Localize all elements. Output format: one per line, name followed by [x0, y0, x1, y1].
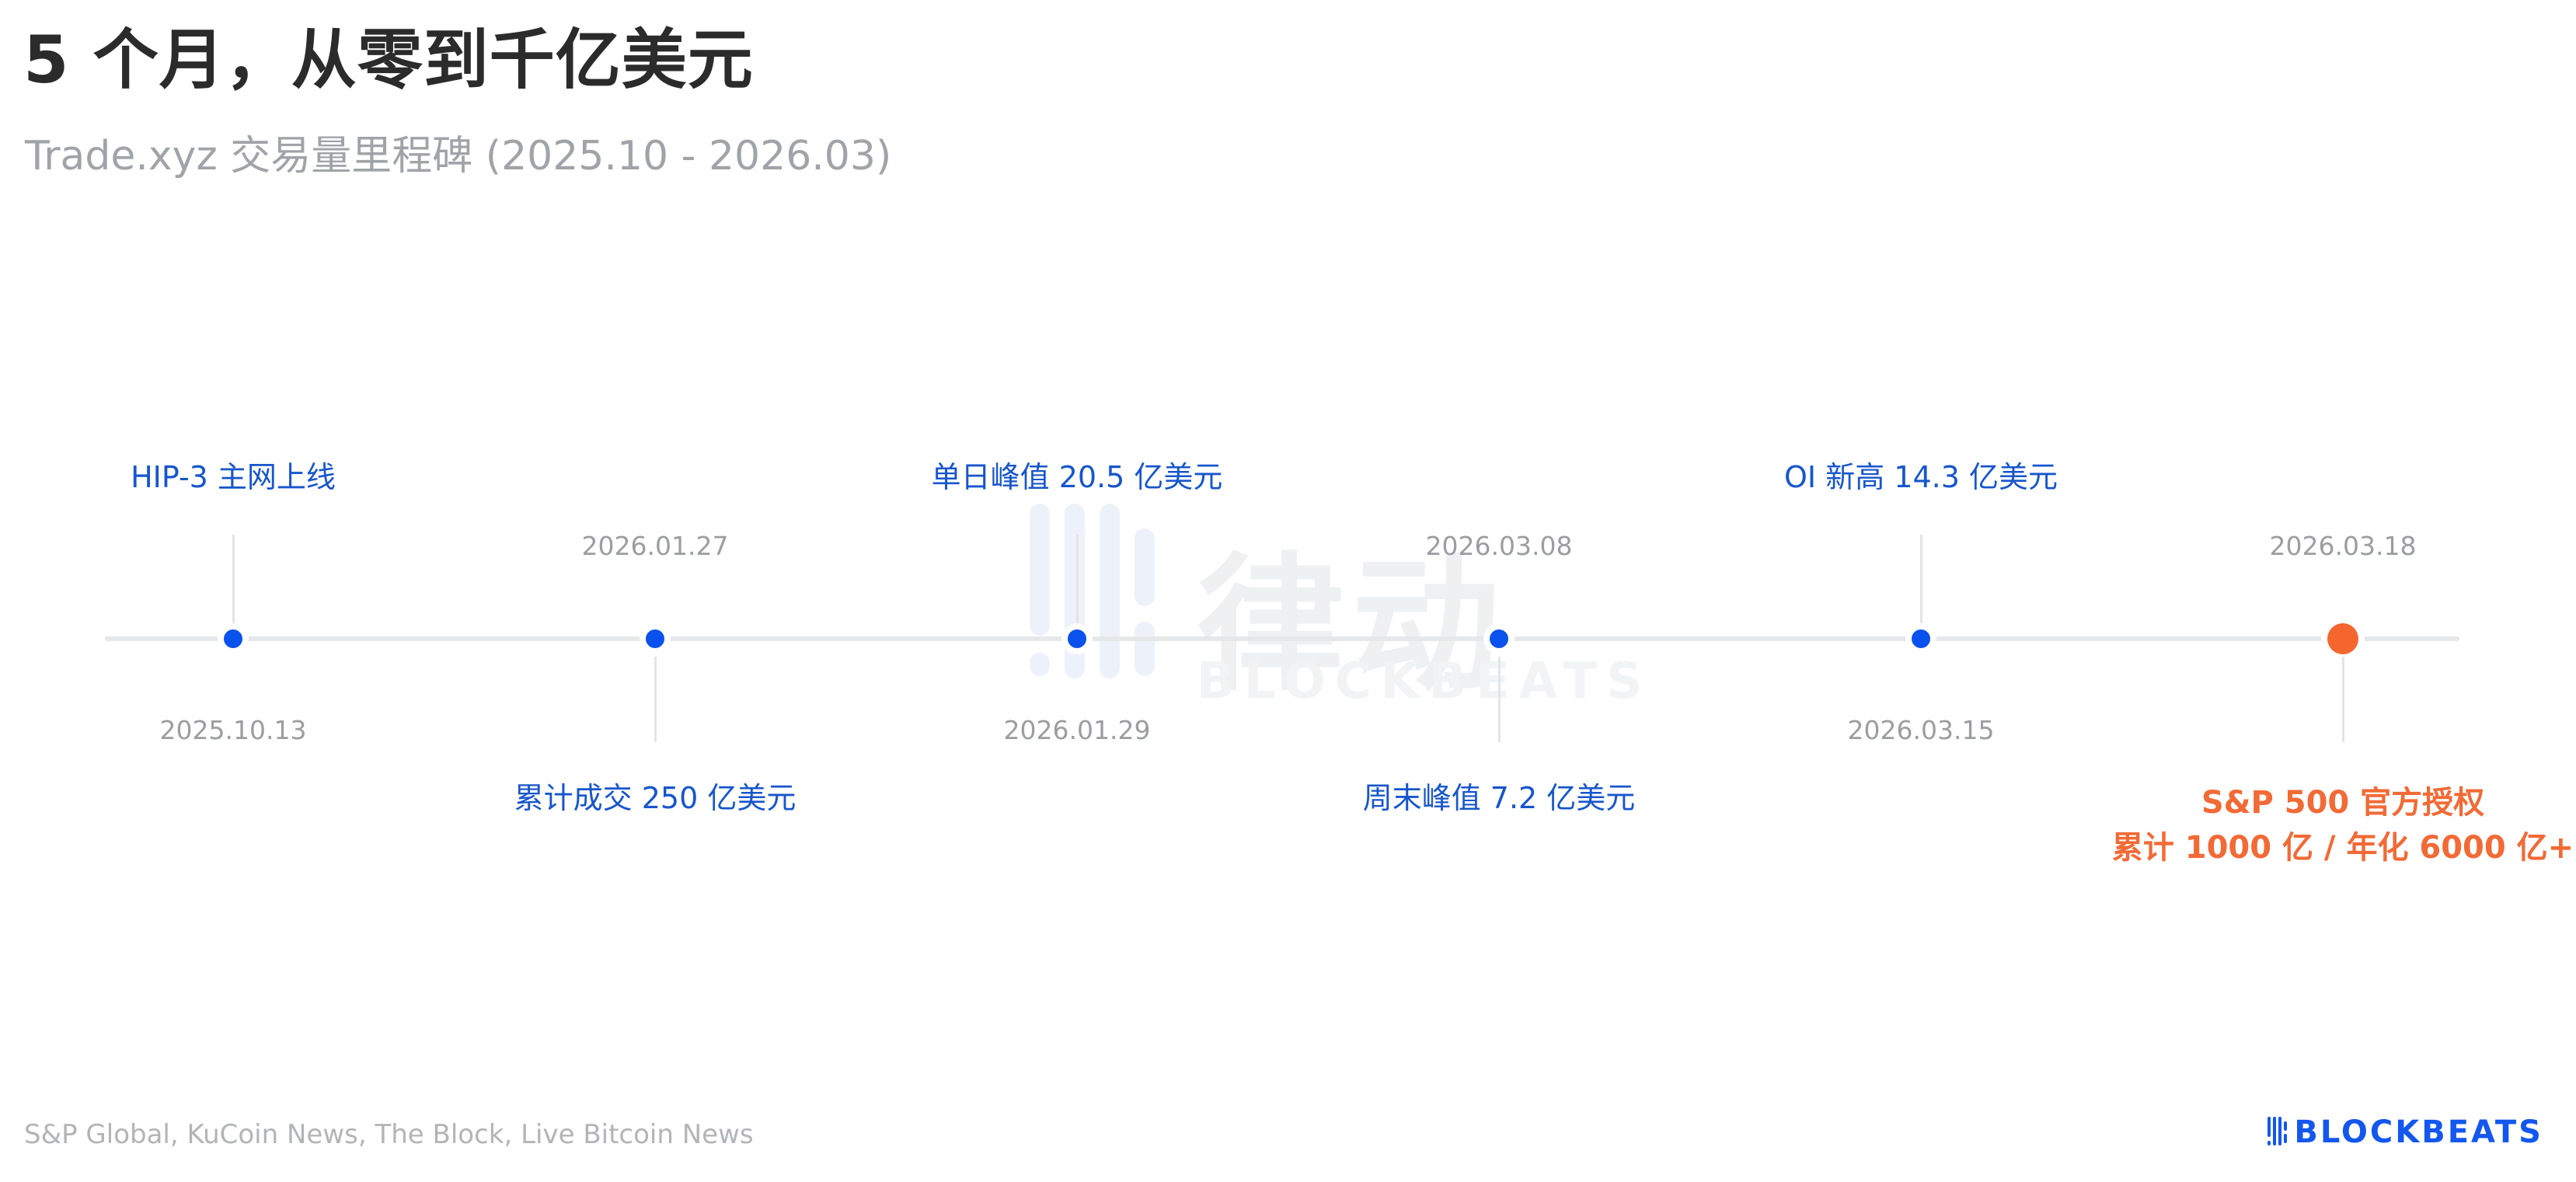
event-date: 2026.03.15	[1847, 715, 1995, 745]
event-label: OI 新高 14.3 亿美元	[1784, 460, 2058, 494]
event-date: 2026.01.29	[1003, 715, 1151, 745]
event-connector	[1076, 535, 1079, 624]
watermark-subtext: BLOCKBEATS	[1197, 653, 1652, 710]
event-connector	[2342, 657, 2344, 742]
event-connector	[1920, 535, 1922, 624]
event-dot	[646, 629, 664, 648]
blockbeats-logo-icon	[2268, 1117, 2288, 1148]
watermark-bar	[1030, 504, 1050, 636]
event-label: HIP-3 主网上线	[131, 460, 336, 494]
event-date: 2026.03.18	[2269, 531, 2417, 561]
watermark-bar	[1065, 504, 1085, 678]
event-connector	[1498, 657, 1501, 742]
event-dot	[1912, 629, 1930, 648]
chart-subtitle: Trade.xyz 交易量里程碑 (2025.10 - 2026.03)	[25, 133, 892, 180]
event-dot	[224, 629, 242, 648]
event-connector	[232, 535, 235, 624]
watermark-bar	[1100, 504, 1120, 678]
event-label-line1: S&P 500 官方授权	[2201, 785, 2485, 821]
event-dot	[1490, 629, 1508, 648]
event-label: 周末峰值 7.2 亿美元	[1362, 781, 1636, 815]
watermark-bar	[1135, 622, 1155, 676]
watermark-bar	[1135, 528, 1155, 606]
watermark-bar	[1030, 653, 1050, 676]
event-label: 累计成交 250 亿美元	[514, 781, 797, 815]
watermark: 律动 BLOCKBEATS	[1030, 497, 1642, 711]
event-dot-highlight	[2327, 623, 2358, 654]
event-date: 2026.01.27	[581, 531, 729, 561]
event-dot	[1068, 629, 1086, 648]
event-label-highlight: S&P 500 官方授权 累计 1000 亿 / 年化 6000 亿+	[2112, 780, 2574, 870]
timeline-axis	[105, 636, 2459, 641]
brand-name: BLOCKBEATS	[2294, 1114, 2543, 1150]
brand-logo: BLOCKBEATS	[2268, 1114, 2543, 1150]
event-date: 2025.10.13	[159, 715, 307, 745]
event-connector	[654, 657, 657, 742]
event-label: 单日峰值 20.5 亿美元	[931, 460, 1223, 494]
source-credits: S&P Global, KuCoin News, The Block, Live…	[24, 1119, 754, 1150]
event-date: 2026.03.08	[1425, 531, 1573, 561]
event-label-line2: 累计 1000 亿 / 年化 6000 亿+	[2111, 830, 2574, 866]
chart-title: 5 个月，从零到千亿美元	[23, 22, 754, 98]
